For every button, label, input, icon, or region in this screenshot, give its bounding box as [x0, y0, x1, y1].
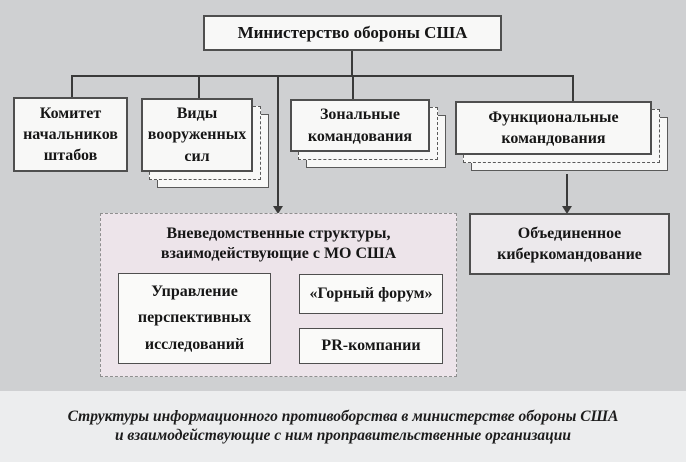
connector-drop-func: [572, 75, 574, 101]
node-ministry-of-defense: Министерство обороны США: [203, 15, 502, 51]
node-label-line: киберкомандование: [497, 246, 642, 263]
node-joint-chiefs: Комитет начальников штабов: [13, 97, 128, 172]
node-cyber-command: Объединенное киберкомандование: [469, 213, 670, 275]
node-label-line: Зональные: [319, 106, 401, 124]
node-label-line: вооруженных: [147, 126, 247, 144]
node-label: «Горный форум»: [309, 285, 433, 303]
node-label: PR-компании: [321, 337, 421, 355]
caption-line-2: и взаимодействующие с ним проправительст…: [114, 427, 572, 445]
figure-caption: Структуры информационного противоборства…: [0, 391, 686, 462]
node-label-line: Объединенное: [517, 224, 622, 242]
node-label-line: командования: [307, 127, 413, 145]
connector-bus: [71, 75, 574, 77]
caption-line-1: Структуры информационного противоборства…: [67, 408, 619, 425]
node-armed-forces: Виды вооруженных сил: [141, 98, 253, 172]
node-label-line: сил: [184, 147, 210, 165]
node-advanced-research-agency: Управление перспективных исследований: [118, 273, 271, 364]
node-zonal-commands: Зональные командования: [290, 99, 430, 152]
node-label-line: исследований: [144, 335, 245, 353]
group-external-structures: Вневедомственные структуры, взаимодейств…: [100, 213, 457, 377]
node-label-line: начальников: [23, 125, 118, 143]
connector-drop-zonal: [352, 75, 354, 99]
node-label: Министерство обороны США: [237, 22, 468, 42]
connector-func-to-cyber: [566, 174, 568, 206]
connector-drop-external: [277, 75, 279, 206]
node-label-line: штабов: [43, 147, 98, 165]
arrow-down-cyber-icon: [562, 206, 572, 214]
node-label-line: перспективных: [137, 309, 252, 327]
node-label-line: Виды: [176, 105, 218, 123]
group-title-line: Вневедомственные структуры,: [166, 225, 391, 242]
node-label-line: командования: [501, 130, 606, 147]
connector-ministry-stem: [351, 51, 353, 75]
arrow-down-external-icon: [273, 206, 283, 214]
connector-drop-vidy: [198, 75, 200, 98]
node-functional-commands: Функциональные командования: [455, 101, 652, 155]
node-label-line: Функциональные: [488, 108, 619, 126]
node-label-line: Управление: [151, 282, 238, 300]
connector-drop-komitet: [71, 75, 73, 97]
diagram-canvas: Министерство обороны США Комитет начальн…: [13, 15, 670, 377]
group-title-line: взаимодействующие с МО США: [160, 245, 397, 262]
node-label-line: Комитет: [39, 104, 102, 122]
node-mountain-forum: «Горный форум»: [299, 274, 443, 314]
group-title: Вневедомственные структуры, взаимодейств…: [101, 224, 456, 264]
node-pr-companies: PR-компании: [299, 328, 443, 364]
